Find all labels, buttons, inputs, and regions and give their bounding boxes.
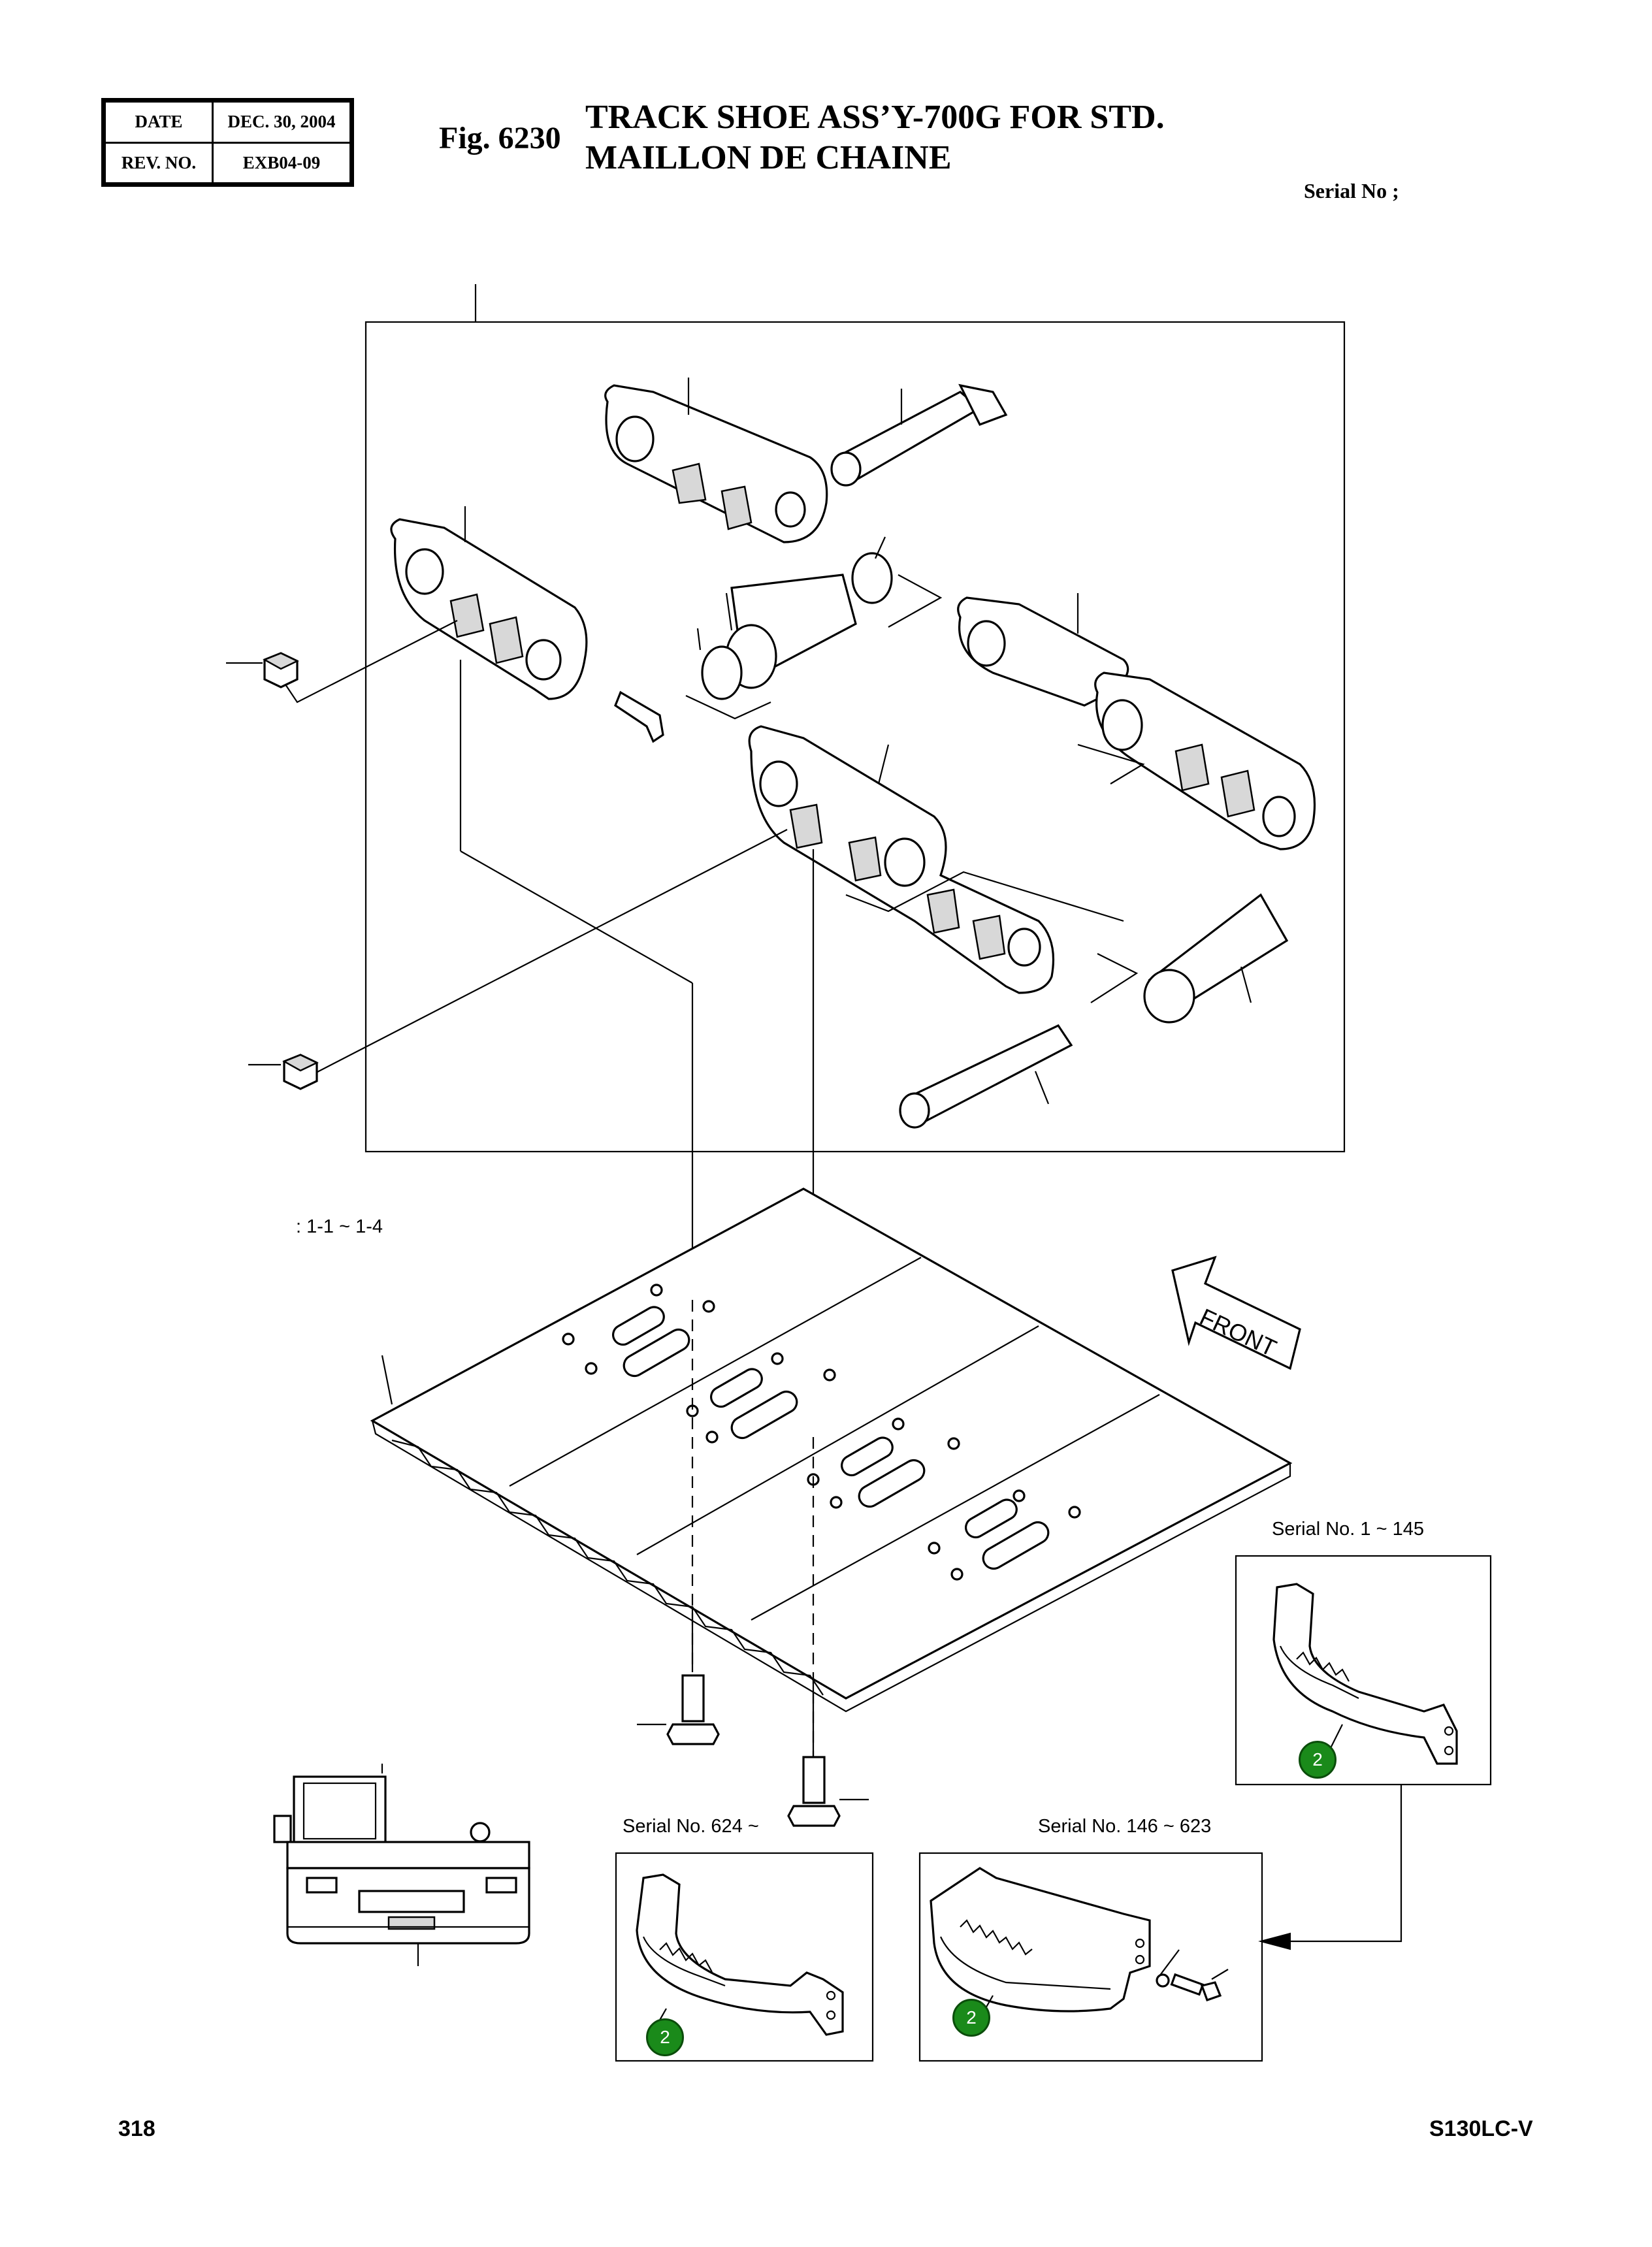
link-assembly-frame bbox=[364, 321, 1346, 1153]
serial-number-label: Serial No ; bbox=[1304, 179, 1399, 202]
date-value: DEC. 30, 2004 bbox=[212, 101, 351, 144]
part-range-label: : 1-1 ~ 1-4 bbox=[296, 1216, 383, 1237]
inset-box-serial-146-623 bbox=[918, 1852, 1263, 2062]
track-shoe-plates bbox=[370, 1188, 1293, 1713]
shoe-nut-lower bbox=[282, 1054, 319, 1090]
rev-label: REV. NO. bbox=[104, 141, 214, 184]
front-arrow-icon bbox=[1171, 1255, 1301, 1370]
page-number: 318 bbox=[118, 2116, 155, 2141]
page-title: TRACK SHOE ASS’Y-700G FOR STD. bbox=[585, 99, 1165, 136]
inset-box-serial-624 bbox=[615, 1852, 874, 2062]
track-pin-upper bbox=[830, 383, 1008, 487]
inset-3-serial-label: Serial No. 146 ~ 623 bbox=[1038, 1816, 1212, 1837]
inset-1-serial-label: Serial No. 1 ~ 145 bbox=[1272, 1519, 1424, 1540]
track-link-upper bbox=[604, 378, 828, 543]
track-link-left bbox=[390, 506, 588, 700]
track-pin-lower bbox=[899, 1024, 1073, 1129]
track-link-right-pair bbox=[957, 593, 1316, 850]
grip-handle-1 bbox=[1272, 1583, 1458, 1765]
inset-2-serial-label: Serial No. 624 ~ bbox=[623, 1816, 759, 1837]
shoe-bolt-left bbox=[637, 1674, 720, 1745]
shoe-bolt-right bbox=[787, 1756, 869, 1827]
callout-2-inset-2: 2 bbox=[646, 2018, 684, 2056]
machine-thumbnail bbox=[273, 1764, 530, 1966]
bushing-upper bbox=[685, 536, 943, 720]
page-subtitle: MAILLON DE CHAINE bbox=[585, 139, 952, 176]
track-link-center bbox=[748, 725, 1139, 1003]
grip-handle-3 bbox=[930, 1867, 1229, 2019]
callout-2-inset-1: 2 bbox=[1299, 1741, 1336, 1779]
date-label: DATE bbox=[104, 101, 214, 144]
figure-number: Fig. 6230 bbox=[439, 121, 561, 155]
inset-box-serial-1-145 bbox=[1235, 1555, 1492, 1786]
shoe-nut-upper bbox=[263, 652, 299, 688]
callout-2-inset-3: 2 bbox=[952, 1999, 990, 2037]
bushing-lower bbox=[1143, 893, 1289, 1024]
rev-value: EXB04-09 bbox=[212, 141, 351, 184]
revision-box: DATE DEC. 30, 2004 REV. NO. EXB04-09 bbox=[101, 98, 354, 187]
model-name: S130LC-V bbox=[1429, 2116, 1533, 2141]
grip-handle-2 bbox=[636, 1873, 844, 2036]
lock-pin bbox=[614, 690, 664, 743]
